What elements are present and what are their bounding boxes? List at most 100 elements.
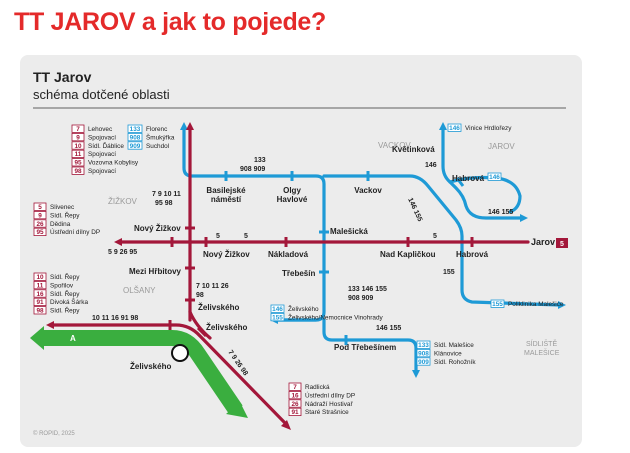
label-98-a: 98	[196, 292, 204, 299]
legend-left-low-num-0: 10	[36, 274, 44, 281]
legend-tl-name-5: Spojovací	[88, 168, 116, 175]
diagram-title: TT Jarov	[33, 69, 92, 85]
arrow-tram-sw	[46, 321, 54, 329]
label-133-146-155: 133 146 155	[348, 286, 387, 293]
legend-left-mid-num-3: 95	[36, 229, 44, 236]
label-7-10-11-26: 7 10 11 26	[196, 283, 229, 290]
legend-left-mid-badge-2	[33, 219, 47, 228]
stop-nakladova: Nákladová	[268, 250, 309, 259]
stop-zelivskeho-2: Želivského	[206, 323, 247, 332]
label-7-9-10-11: 7 9 10 11	[152, 191, 181, 198]
label-5-left: 5	[216, 233, 220, 240]
legend-bus-tl-badge-0	[127, 124, 143, 133]
bus-route-146	[441, 126, 522, 220]
stop-ticks	[168, 171, 474, 345]
legend-bus-tr-num-0: 146	[449, 125, 460, 132]
legend-left-low-num-4: 98	[36, 308, 44, 315]
legend-bus-tr-name-0: Vinice Hrdlořezy	[465, 125, 512, 132]
legend-bus-poli-num-0: 155	[492, 301, 503, 308]
stop-zelivskeho-3: Želivského	[130, 362, 171, 371]
legend-left-low-badge-4	[33, 306, 47, 315]
legend-bus-mid-badge-1	[270, 312, 285, 322]
legend-left-low-name-4: Sídl. Řepy	[50, 306, 80, 315]
label-5-9-26-95: 5 9 26 95	[108, 249, 137, 256]
legend-tl-num-3: 11	[75, 151, 82, 158]
legend-tl-badge-2	[71, 141, 85, 150]
label-5-right: 5	[433, 233, 437, 240]
legend-bus-mid-name-1: Želivského/Nemocnice Vinohrady	[288, 312, 384, 321]
zelivskeho-hub	[171, 344, 189, 362]
label-146-155-loop: 146 155	[488, 209, 513, 216]
line-a-label: A	[70, 334, 76, 343]
legend-bottom-num-3: 91	[291, 409, 299, 416]
legend-tl-name-0: Lehovec	[88, 126, 113, 133]
tram-southwest	[50, 323, 288, 426]
legend-left-mid-num-0: 5	[38, 204, 42, 211]
legend-tl-num-1: 9	[76, 134, 80, 141]
jarov-badge	[556, 238, 568, 248]
legend-bus-tl-num-2: 909	[130, 143, 141, 150]
legend-bus-tl-name-1: Šmukýřka	[146, 132, 175, 141]
diagram-panel	[20, 55, 582, 447]
bus-route-155	[322, 174, 562, 307]
stop-kvetinkova: Květinková	[392, 145, 435, 154]
legend-bus-low-name-1: Klánovice	[434, 350, 462, 357]
legend-tl-name-4: Vozovna Kobylisy	[88, 160, 139, 167]
legend-bus-low-badge-1	[416, 348, 431, 358]
legend-tl-badge-5	[71, 166, 85, 175]
legend-bottom-num-0: 7	[293, 384, 297, 391]
arrow-146-north	[439, 122, 447, 130]
stop-olgy-1: Olgy	[283, 186, 301, 195]
arrow-tram-se	[281, 420, 291, 430]
legend-bottom-badge-3	[288, 407, 302, 417]
legend-bus-low-name-0: Sídl. Malešice	[434, 342, 474, 349]
legend-left-low-badge-2	[33, 289, 47, 298]
legend-bus-low-name-2: Sídl. Rohožník	[434, 359, 476, 366]
label-95-98: 95 98	[155, 200, 173, 207]
legend-bus-tl-badge-2	[127, 141, 143, 150]
legend-bus-tl-name-0: Florenc	[146, 126, 168, 133]
district-olsany: OLŠANY	[123, 286, 156, 295]
legend-left-mid-name-3: Ústřední dílny DP	[50, 227, 100, 236]
bus-route-malesice	[322, 318, 418, 374]
label-146-side: 146	[425, 162, 437, 169]
stop-habrova: Habrová	[456, 250, 489, 259]
legend-bus-tl-num-0: 133	[130, 126, 141, 133]
stop-pod-trebesinem: Pod Třebešínem	[334, 343, 396, 352]
stop-names: Basilejské náměstí Olgy Havlové Vackov K…	[129, 145, 555, 371]
label-908-909-mid: 908 909	[348, 295, 373, 302]
legend-left-mid-badge-0	[33, 202, 47, 211]
label-133-top: 133	[254, 157, 266, 164]
legend-left-low-name-3: Divoká Šárka	[50, 297, 88, 306]
legend-bus-low-num-0: 133	[418, 342, 429, 349]
legend-left-mid-badge-3	[33, 227, 47, 236]
legend-tl-num-2: 10	[74, 143, 82, 150]
legend-left-low-badge-0	[33, 272, 47, 281]
copyright: © ROPID, 2025	[33, 430, 75, 437]
legend-tl-badge-0	[71, 124, 85, 133]
legend-bus-mid-num-1: 155	[272, 314, 283, 321]
legend-bottom-num-1: 16	[291, 392, 299, 399]
district-jarov: JAROV	[488, 142, 515, 151]
legend-bus-low-num-1: 908	[418, 350, 429, 357]
label-10-11-16-91-98: 10 11 16 91 98	[92, 315, 138, 322]
diversion-line-a: A	[30, 326, 248, 418]
legend-bottom-badge-2	[288, 399, 302, 408]
legend-bus-tl-num-1: 908	[130, 134, 141, 141]
legend-bottom-name-1: Ústřední dílny DP	[305, 390, 355, 399]
legend-left-low-badge-3	[33, 297, 47, 307]
legend-tl-name-3: Spojovací	[88, 151, 116, 158]
legend-bus-low-num-2: 909	[418, 359, 429, 366]
stop-jarov: Jarov	[531, 237, 555, 247]
arrow-tram-west	[114, 238, 122, 246]
stop-zelivskeho-1: Želivského	[198, 303, 239, 312]
legend-bus-tl-badge-1	[127, 132, 143, 142]
arrow-133-north	[180, 122, 188, 130]
legend-bus-low-badge-0	[416, 340, 431, 349]
legend-tl-num-4: 95	[74, 160, 82, 167]
arrow-tram-north	[186, 122, 194, 130]
legend-left-low-num-3: 91	[36, 299, 44, 306]
legend-left-mid-num-2: 26	[36, 221, 44, 228]
legend-left-low-num-1: 11	[37, 282, 44, 289]
